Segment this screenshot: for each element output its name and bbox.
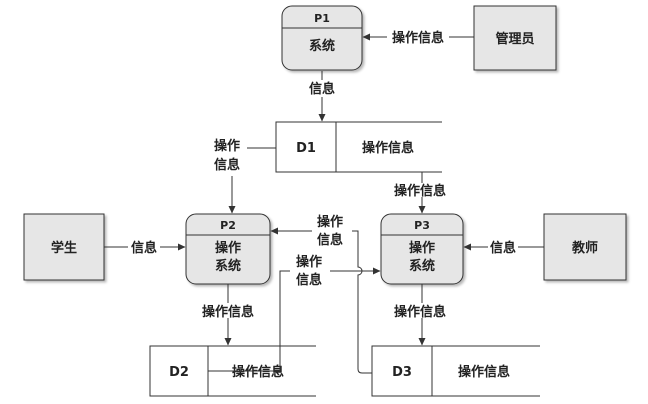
flow-teacher-to-p3-label: 信息 <box>490 240 516 256</box>
store-d2-name: 操作信息 <box>232 364 284 380</box>
process-p3-name-line1: 操作 <box>409 240 435 256</box>
store-d1: D1 操作信息 <box>275 121 442 173</box>
flow-d2-to-p3-label-line1: 操作 <box>296 254 322 270</box>
entity-admin-label: 管理员 <box>495 31 534 47</box>
flow-p2-to-d2: 操作信息 <box>202 284 254 346</box>
flow-d1-to-p2-label-line1: 操作 <box>214 138 240 154</box>
flow-d1-to-p3: 操作信息 <box>394 172 446 214</box>
process-p1: P1 系统 <box>281 5 363 71</box>
flow-d3-to-p2: 操作 信息 <box>270 212 372 374</box>
process-p1-id: P1 <box>314 12 330 25</box>
flow-p3-to-d3: 操作信息 <box>394 284 446 346</box>
flow-p1-to-d1-label: 信息 <box>309 81 335 97</box>
flow-d3-to-p2-label-line2: 信息 <box>317 232 343 248</box>
process-p1-name: 系统 <box>309 38 335 54</box>
process-p3: P3 操作 系统 <box>380 213 464 285</box>
store-d3: D3 操作信息 <box>371 345 540 397</box>
process-p2-id: P2 <box>220 219 236 232</box>
flow-p1-to-d1: 信息 <box>309 71 335 122</box>
flow-admin-to-p1-label: 操作信息 <box>392 30 444 46</box>
store-d3-id: D3 <box>392 365 412 380</box>
store-d2-id: D2 <box>169 365 189 380</box>
flow-d3-to-p2-label-line1: 操作 <box>317 214 343 230</box>
flow-d2-to-p3-label-line2: 信息 <box>296 272 322 288</box>
entity-admin: 管理员 <box>473 5 557 71</box>
flow-teacher-to-p3: 信息 <box>463 240 544 256</box>
store-d1-name: 操作信息 <box>362 140 414 156</box>
flow-admin-to-p1: 操作信息 <box>362 30 474 46</box>
entity-teacher: 教师 <box>543 213 627 281</box>
process-p2-name-line2: 系统 <box>215 258 241 274</box>
process-p2: P2 操作 系统 <box>185 213 271 285</box>
flow-p3-to-d3-label: 操作信息 <box>394 304 446 320</box>
flow-student-to-p2-label: 信息 <box>131 240 157 256</box>
flow-student-to-p2: 信息 <box>104 240 186 256</box>
process-p2-name-line1: 操作 <box>215 240 241 256</box>
entity-teacher-label: 教师 <box>571 240 598 256</box>
flow-d1-to-p2: 操作 信息 <box>207 136 276 214</box>
store-d1-id: D1 <box>296 141 316 156</box>
flow-d1-to-p3-label: 操作信息 <box>394 183 446 199</box>
process-p3-name-line2: 系统 <box>409 258 435 274</box>
entity-student-label: 学生 <box>51 240 77 256</box>
flow-d2-to-p3: 操作 信息 <box>208 253 381 372</box>
store-d3-name: 操作信息 <box>458 364 510 380</box>
entity-student: 学生 <box>23 213 105 281</box>
process-p3-id: P3 <box>414 219 430 232</box>
flow-p2-to-d2-label: 操作信息 <box>202 304 254 320</box>
flow-d1-to-p2-label-line2: 信息 <box>214 157 240 173</box>
